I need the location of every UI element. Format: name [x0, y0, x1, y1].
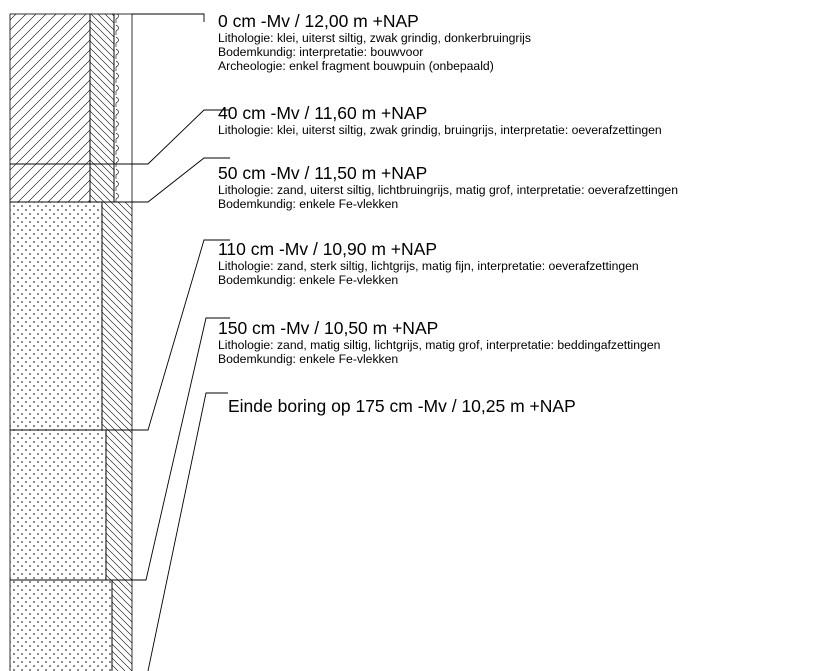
layer-depth-label: 150 cm -Mv / 10,50 m +NAP: [218, 318, 439, 338]
layer-4-block: [9, 429, 133, 581]
end-of-boring-label: Einde boring op 175 cm -Mv / 10,25 m +NA…: [228, 396, 576, 416]
layer-depth-label: 0 cm -Mv / 12,00 m +NAP: [218, 11, 419, 31]
soil-text: Bodemkundig: interpretatie: bouwvoor: [218, 45, 424, 59]
leader-line-150cm: [132, 317, 230, 581]
leader-line-40cm: [132, 109, 230, 165]
leader-line-110cm: [132, 239, 230, 431]
soil-text: Bodemkundig: enkele Fe-vlekken: [218, 197, 399, 211]
layer-label-3: 50 cm -Mv / 11,50 m +NAP Lithologie: zan…: [218, 163, 678, 212]
layer-label-2: 40 cm -Mv / 11,60 m +NAP Lithologie: kle…: [218, 103, 662, 138]
leader-line-0cm: [132, 13, 205, 22]
lithology-text: Lithologie: zand, uiterst siltig, lichtb…: [218, 183, 678, 197]
layer-label-5: 150 cm -Mv / 10,50 m +NAP Lithologie: za…: [218, 318, 661, 367]
layer-label-4: 110 cm -Mv / 10,90 m +NAP Lithologie: za…: [218, 239, 639, 288]
layer-5-block: [9, 579, 133, 671]
soil-text: Bodemkundig: enkele Fe-vlekken: [218, 352, 399, 366]
lithology-text: Lithologie: zand, sterk siltig, lichtgri…: [218, 259, 639, 273]
leader-line-50cm: [132, 157, 230, 203]
layer-depth-label: 110 cm -Mv / 10,90 m +NAP: [218, 239, 437, 259]
lithology-text: Lithologie: zand, matig siltig, lichtgri…: [218, 338, 661, 352]
layer-1-block: [9, 13, 133, 165]
lithology-text: Lithologie: klei, uiterst siltig, zwak g…: [218, 31, 531, 45]
layer-2-block: [9, 163, 133, 203]
archaeology-text: Archeologie: enkel fragment bouwpuin (on…: [218, 59, 494, 73]
lithology-text: Lithologie: klei, uiterst siltig, zwak g…: [218, 123, 662, 137]
layer-3-block: [9, 201, 133, 431]
leader-line-175cm: [147, 392, 228, 671]
layer-depth-label: 40 cm -Mv / 11,60 m +NAP: [218, 103, 428, 123]
layer-label-1: 0 cm -Mv / 12,00 m +NAP Lithologie: klei…: [218, 11, 531, 74]
soil-text: Bodemkundig: enkele Fe-vlekken: [218, 273, 399, 287]
layer-depth-label: 50 cm -Mv / 11,50 m +NAP: [218, 163, 428, 183]
